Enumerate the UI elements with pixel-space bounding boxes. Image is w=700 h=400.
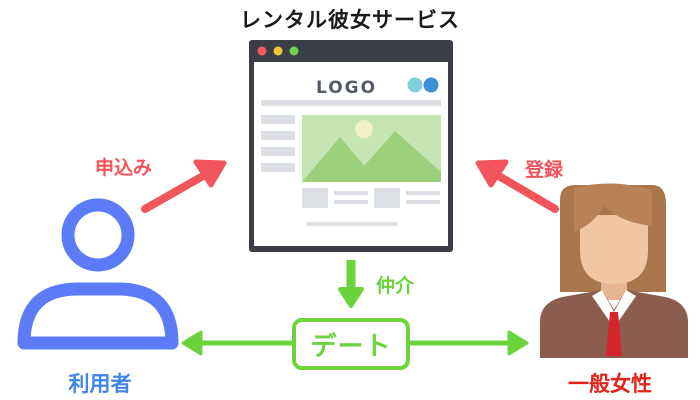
woman-icon bbox=[540, 183, 688, 358]
browser-window-icon bbox=[249, 40, 453, 252]
register-arrow bbox=[475, 159, 559, 213]
image-placeholder-icon bbox=[302, 115, 441, 182]
diagram-title: レンタル彼女サービス bbox=[240, 8, 460, 32]
mediate-label: 仲介 bbox=[376, 275, 415, 297]
person-icon bbox=[17, 198, 179, 350]
apply-label: 申込み bbox=[95, 157, 153, 179]
user-label: 利用者 bbox=[68, 372, 132, 396]
date-double-arrow bbox=[181, 330, 529, 356]
date-box: デート bbox=[292, 318, 410, 370]
register-label: 登録 bbox=[525, 159, 564, 181]
woman-label: 一般女性 bbox=[568, 372, 652, 396]
mediate-arrow bbox=[338, 260, 364, 308]
browser-logo: LOGO bbox=[316, 78, 378, 98]
apply-arrow bbox=[141, 159, 227, 213]
